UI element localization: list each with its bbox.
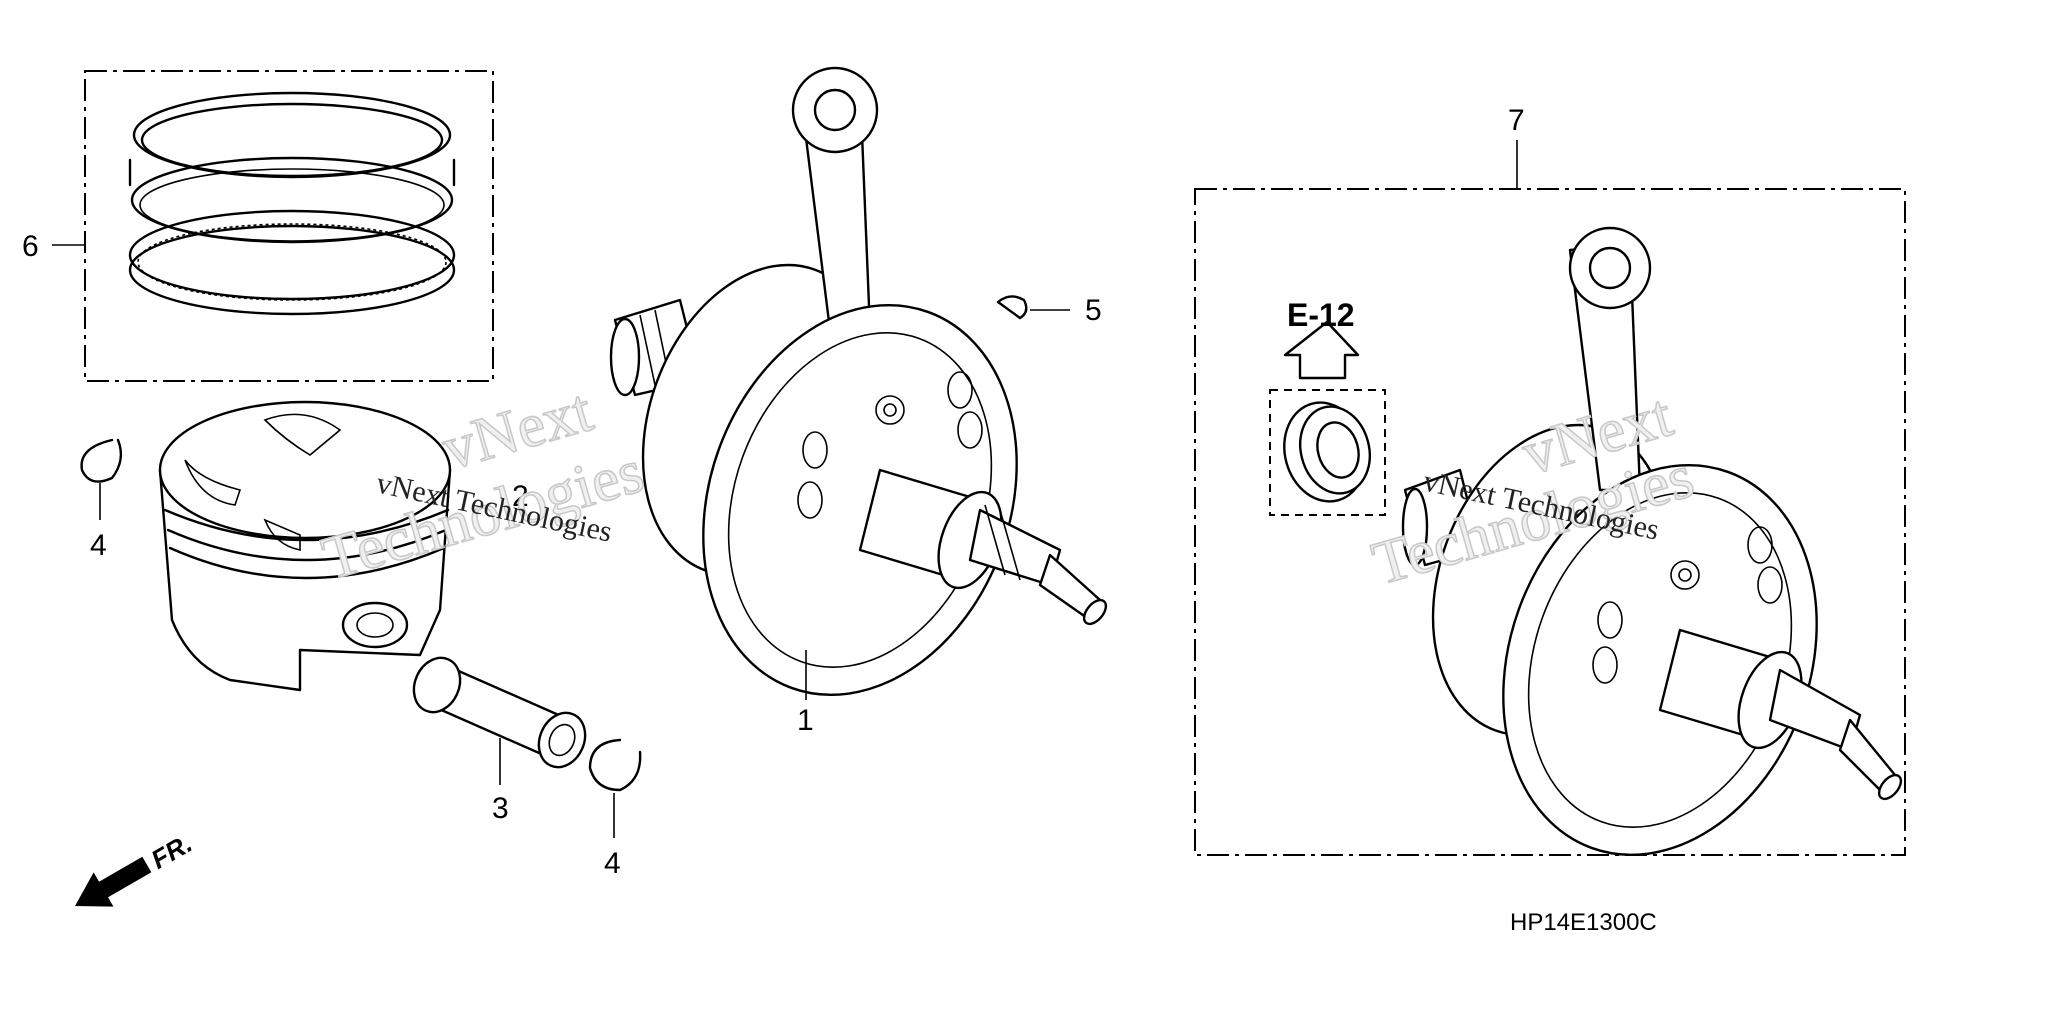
- callout-7: 7: [1508, 104, 1525, 137]
- callout-4-left: 4: [90, 529, 107, 562]
- callout-2: 2: [512, 480, 529, 513]
- woodruff-key[interactable]: [996, 295, 1028, 320]
- piston[interactable]: [158, 400, 452, 692]
- piston-pin-clip-left[interactable]: [80, 438, 123, 483]
- piston-pin-clip-right[interactable]: [588, 738, 642, 792]
- watermark-left: vNext Technologies vNext Technologies: [314, 376, 651, 595]
- front-arrow-icon: [75, 856, 152, 907]
- crankshaft-assy-box: [1194, 188, 1906, 856]
- callout-4-right: 4: [604, 847, 621, 880]
- front-label: FR.: [146, 828, 197, 875]
- diagram-code: HP14E1300C: [1510, 909, 1657, 936]
- crankshaft[interactable]: [602, 66, 1110, 739]
- piston-ring-set[interactable]: [84, 70, 494, 382]
- front-indicator: FR.: [75, 828, 197, 907]
- crankshaft-assembly[interactable]: [1392, 226, 1905, 899]
- callout-1: 1: [797, 704, 814, 737]
- piston-pin[interactable]: [406, 650, 594, 774]
- oil-seal[interactable]: [1269, 389, 1386, 516]
- callout-6: 6: [22, 230, 39, 263]
- up-arrow-icon: [1283, 320, 1360, 380]
- callout-5: 5: [1085, 294, 1102, 327]
- callout-3: 3: [492, 792, 509, 825]
